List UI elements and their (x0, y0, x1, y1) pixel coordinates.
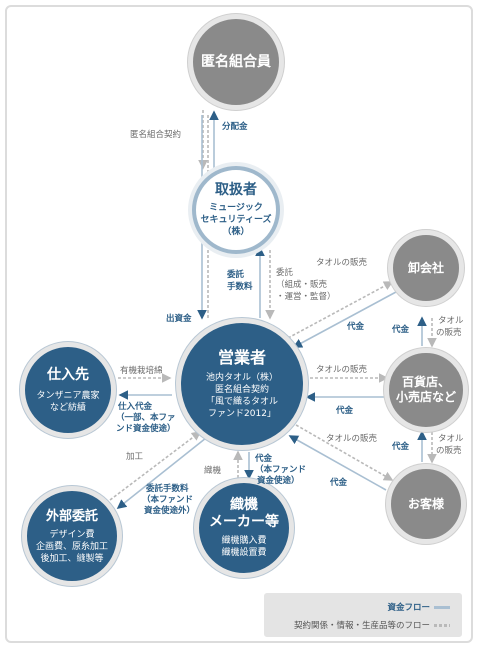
legend-info-swatch (434, 623, 450, 627)
handler-sub1: ミュージック (209, 203, 263, 213)
supplier-title: 仕入先 (47, 366, 89, 383)
outsource-sub2: 企画費、原糸加工 (35, 541, 108, 552)
node-operator: 営業者 池内タオル（株） 匿名組合契約 「風で織るタオル ファンド2012」 (176, 318, 308, 450)
label-loom: 織機 (204, 466, 222, 476)
label-ws-payment: 代金 (392, 325, 410, 335)
wholesaler-title: 卸会社 (407, 260, 444, 275)
node-supplier: 仕入先 タンザニア農家 など紡績 (20, 342, 116, 438)
label-ws-sales2: の販売 (436, 328, 462, 338)
node-handler: 取扱者 ミュージック セキュリティーズ（株） (192, 166, 280, 254)
operator-sub3: 「風で織るタオル (205, 396, 278, 407)
loom-maker-sub2: 織機設置費 (221, 548, 267, 558)
label-outsource-fee3: 資金使途外） (144, 506, 196, 516)
supplier-sub1: タンザニア農家 (36, 390, 100, 401)
legend-info: 契約関係・情報・生産品等のフロー (294, 619, 450, 631)
node-retailer: 百貨店、 小売店など (384, 348, 468, 432)
label-cotton: 有機栽培綿 (120, 366, 163, 376)
operator-sub1: 池内タオル（株） (205, 372, 278, 383)
loom-maker-title: 織機 (230, 497, 258, 513)
label-fee2: 手数料 (227, 282, 253, 292)
outsource-sub1: デザイン費 (49, 529, 95, 540)
label-contract: 匿名組合契約 (130, 130, 182, 140)
label-outsource-fee1: 委託手数料 (146, 484, 189, 494)
label-consign2: （組成・販売 (276, 280, 328, 290)
operator-title: 営業者 (217, 347, 266, 367)
label-loom-pay3: 資金使途） (257, 476, 300, 486)
line-cs-pay (288, 435, 387, 491)
label-towel-sales-customer: タオルの販売 (326, 434, 378, 444)
retailer-title: 百貨店、 (401, 375, 450, 389)
node-investor: 匿名組合員 (188, 14, 284, 110)
label-payment-customer: 代金 (330, 478, 348, 488)
outsource-title: 外部委託 (45, 508, 98, 524)
label-payment-retail: 代金 (336, 406, 354, 416)
customer-title: お客様 (407, 496, 444, 511)
label-investment: 出資金 (166, 314, 192, 324)
supplier-sub2: など紡績 (49, 402, 86, 413)
label-purchase1: 仕入代金 (118, 402, 153, 412)
node-wholesaler: 卸会社 (388, 230, 464, 306)
node-customer: お客様 (386, 464, 466, 544)
label-loom-pay1: 代金 (255, 454, 273, 464)
label-outsource-fee2: （本ファンド (142, 495, 194, 505)
node-loom-maker: 織機 メーカー等 織機購入費 織機設置費 (194, 478, 294, 578)
label-rc-payment: 代金 (392, 442, 410, 452)
outsource-sub3: 後加工、縫製等 (40, 553, 104, 564)
label-rc-sales1: タオル (438, 434, 464, 444)
label-rc-sales2: の販売 (436, 446, 462, 456)
investor-title: 匿名組合員 (201, 53, 271, 70)
label-payment-wholesale: 代金 (347, 322, 365, 332)
operator-sub2: 匿名組合契約 (214, 384, 269, 395)
line-outsource-fee (116, 437, 207, 509)
legend: 資金フロー 契約関係・情報・生産品等のフロー (264, 593, 462, 637)
line-processing (109, 431, 202, 501)
legend-money-label: 資金フロー (387, 603, 430, 613)
label-processing: 加工 (126, 452, 144, 462)
loom-maker-title2: メーカー等 (209, 514, 279, 530)
label-towel-sales-wholesale: タオルの販売 (316, 258, 368, 268)
label-loom-pay2: （本ファンド (255, 465, 307, 475)
label-ws-sales1: タオル (438, 316, 464, 326)
loom-maker-sub1: 織機購入費 (221, 536, 267, 546)
legend-info-label: 契約関係・情報・生産品等のフロー (293, 621, 430, 631)
legend-money-swatch (434, 605, 450, 609)
line-cs-sales (295, 424, 394, 481)
line-ws-pay (292, 291, 397, 348)
label-consign1: 委託 (276, 268, 294, 278)
label-purchase3: ンド資金使途） (116, 424, 176, 434)
retailer-title2: 小売店など (395, 390, 456, 404)
label-distribution: 分配金 (222, 122, 248, 132)
label-purchase2: （一部、本ファ (116, 413, 176, 423)
label-towel-sales-retail: タオルの販売 (316, 365, 368, 375)
operator-sub4: ファンド2012」 (208, 408, 276, 419)
node-outsource: 外部委託 デザイン費 企画費、原糸加工 後加工、縫製等 (22, 486, 122, 586)
legend-money: 資金フロー (387, 601, 450, 613)
handler-title: 取扱者 (215, 182, 257, 198)
label-consign3: ・運営・監督） (276, 292, 336, 302)
handler-sub2: セキュリティーズ（株） (200, 215, 272, 237)
label-fee1: 委託 (227, 270, 245, 280)
